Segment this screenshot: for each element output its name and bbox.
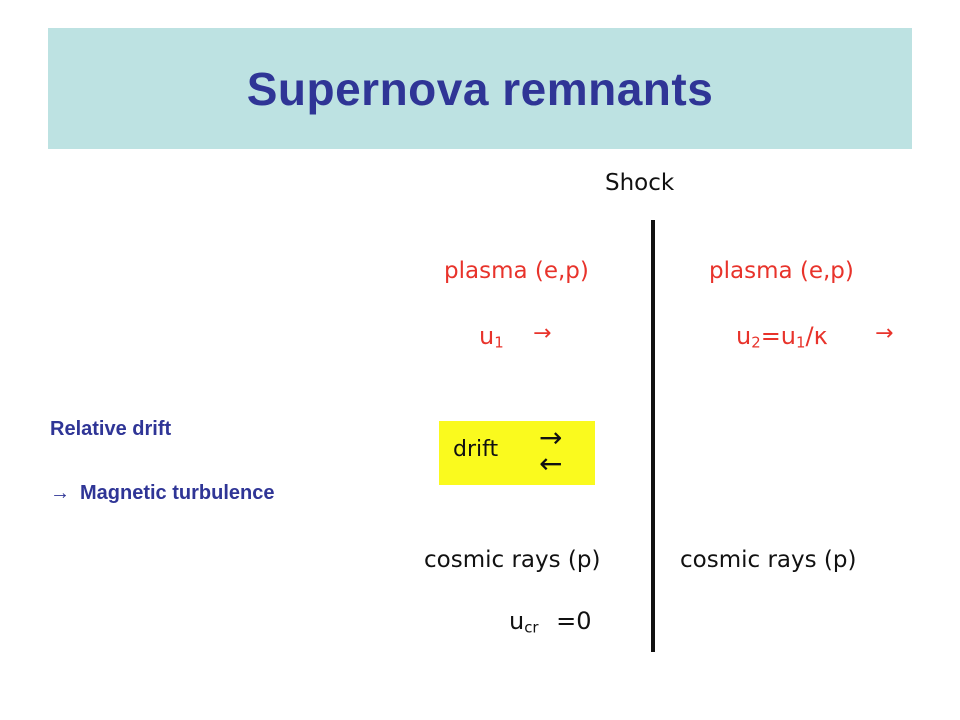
shock-label: Shock (605, 170, 675, 196)
downstream-velocity-subscript: 2 (751, 333, 761, 352)
drift-left-arrow-icon: ← (539, 447, 563, 480)
upstream-velocity-subscript: 1 (494, 333, 504, 352)
magnetic-turbulence-label: Magnetic turbulence (80, 482, 275, 504)
upstream-velocity-symbol: u (479, 322, 495, 350)
downstream-cosmic-rays-label: cosmic rays (p) (680, 547, 857, 573)
downstream-plasma-label: plasma (e,p) (709, 258, 854, 284)
downstream-velocity-eq: =u (760, 322, 797, 350)
magnetic-turbulence-note: → Magnetic turbulence (50, 482, 274, 505)
upstream-plasma-label: plasma (e,p) (444, 258, 589, 284)
relative-drift-label: Relative drift (50, 418, 172, 440)
upstream-cosmic-rays-label: cosmic rays (p) (424, 547, 601, 573)
right-arrow-icon: → (50, 482, 70, 504)
drift-right-arrow-icon: → (539, 421, 563, 454)
slide-title: Supernova remnants (246, 62, 714, 115)
shock-front-line (651, 220, 655, 652)
drift-box: drift → ← (439, 421, 595, 485)
drift-label: drift (453, 437, 499, 462)
upstream-velocity: u1 (479, 322, 504, 352)
title-bar: Supernova remnants (48, 28, 912, 149)
downstream-velocity: u2=u1/κ (736, 322, 828, 352)
downstream-velocity-symbol: u (736, 322, 752, 350)
cosmic-ray-velocity: ucr =0 (509, 607, 592, 637)
cr-velocity-subscript: cr (524, 618, 539, 637)
drift-arrows: → ← (539, 421, 563, 480)
upstream-flow-arrow-icon: → (533, 321, 552, 346)
cr-velocity-symbol: u (509, 607, 525, 635)
downstream-velocity-ratio: /κ (805, 322, 828, 350)
downstream-velocity-eq-subscript: 1 (796, 333, 806, 352)
cr-velocity-value: =0 (556, 607, 592, 635)
relative-drift-note: Relative drift (50, 418, 171, 441)
downstream-flow-arrow-icon: → (875, 321, 894, 346)
